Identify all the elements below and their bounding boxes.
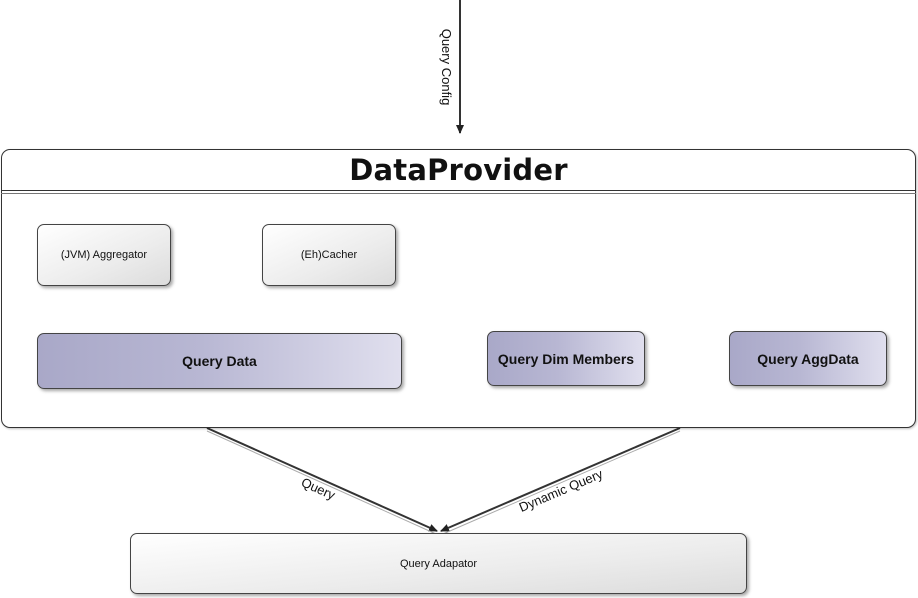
query-dim-members-label: Query Dim Members xyxy=(497,350,635,367)
query-dim-members-box: Query Dim Members xyxy=(487,331,645,386)
query-arrow xyxy=(206,427,438,532)
title-divider-inner xyxy=(1,193,916,194)
aggregator-box: (JVM) Aggregator xyxy=(37,224,171,286)
title-divider xyxy=(1,190,916,191)
query-adaptor-label: Query Adapator xyxy=(399,557,478,570)
dynamic-query-arrow xyxy=(440,427,681,532)
query-adaptor-box: Query Adapator xyxy=(130,533,747,594)
aggregator-label: (JVM) Aggregator xyxy=(60,249,148,261)
dataprovider-title: DataProvider xyxy=(349,153,568,187)
query-data-label: Query Data xyxy=(182,353,257,369)
query-aggdata-box: Query AggData xyxy=(729,331,887,386)
cacher-box: (Eh)Cacher xyxy=(262,224,396,286)
query-aggdata-label: Query AggData xyxy=(757,350,859,367)
query-config-label: Query Config xyxy=(439,28,454,106)
query-data-box: Query Data xyxy=(37,333,402,389)
cacher-label: (Eh)Cacher xyxy=(300,249,358,261)
